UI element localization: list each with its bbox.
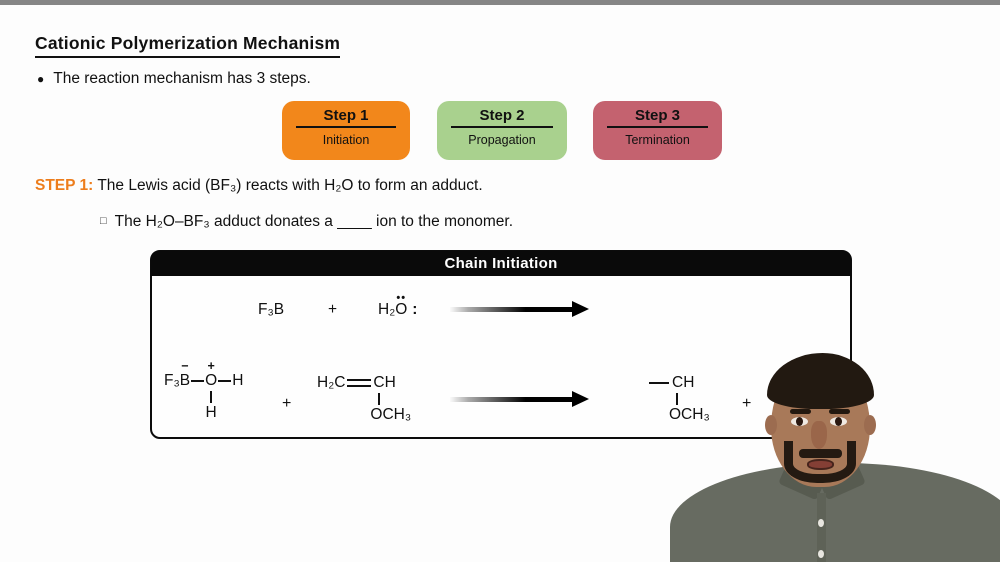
adduct-o: O [205,372,218,389]
monomer-h: H [384,374,396,391]
sub-bullet: □ The H₂O–BF₃ adduct donates a ____ ion … [100,213,513,231]
sub-bullet-text: The H₂O–BF₃ adduct donates a ____ ion to… [114,213,514,230]
minus-charge: − [181,359,189,373]
intro-bullet-text: The reaction mechanism has 3 steps. [53,70,311,87]
plus-sign-row2b: + [742,395,752,412]
step-box-termination: Step 3 Termination [593,101,722,160]
step-box-propagation: Step 2 Propagation [437,101,567,160]
presenter-mouth [807,459,834,470]
step3-label: Step 3 [634,107,680,124]
step1-label: Step 1 [323,107,369,124]
arrow-head [572,301,589,317]
step1-divider [296,126,396,128]
intro-bullet: ● The reaction mechanism has 3 steps. [37,70,311,88]
structure-monomer: H₂C C OCH₃ H [317,374,411,423]
shirt-button [818,519,824,527]
o-part: O [395,301,408,318]
presenter-placket [817,493,826,562]
arrow-head [572,391,589,407]
presenter-eyebrow [829,409,850,414]
structure-product: C OCH₃ H [648,374,710,423]
reaction-arrow-2 [450,391,589,407]
plus-charge: + [207,359,215,373]
presenter-video [670,353,1000,562]
adduct-h-right: H [232,372,244,389]
shirt-button [818,550,824,558]
step1-text: The Lewis acid (BF₃) reacts with H₂O to … [97,177,483,194]
adduct-h-below: H [205,404,217,421]
bullet-icon: ● [37,72,45,86]
presenter-eyebrow [790,409,811,414]
diagram-header: Chain Initiation [151,251,851,276]
step2-label: Step 2 [479,107,525,124]
step3-name: Termination [625,133,690,147]
plus-sign-row1: + [328,301,338,318]
adduct-f3: F₃ [164,372,180,389]
presenter-pupil [835,417,842,426]
product-och3: OCH₃ [669,406,710,423]
square-bullet-icon: □ [100,215,107,227]
bond-vertical [377,393,380,405]
step-box-initiation: Step 1 Initiation [282,101,410,160]
monomer-c: C [373,374,385,391]
presenter-ear [864,415,876,435]
step2-name: Propagation [468,133,536,147]
step1-prefix: STEP 1: [35,177,94,194]
reactant-bf3: F₃B [258,301,285,318]
arrow-shaft [450,306,572,312]
lone-pair-colon: : [412,301,418,318]
page-title: Cationic Polymerization Mechanism [35,33,341,58]
lone-pair-dots: •• [396,292,407,304]
h2-part: H₂ [378,301,396,318]
presenter-pupil [796,417,803,426]
adduct-b: B [179,372,191,389]
step1-description: STEP 1: The Lewis acid (BF₃) reacts with… [35,177,483,195]
step1-name: Initiation [322,133,370,147]
top-strip [0,0,1000,5]
presenter-ear [765,415,777,435]
bond-vertical [676,393,679,405]
bond-vertical [209,391,212,403]
step3-divider [607,126,708,128]
product-h: H [683,374,695,391]
bond [191,380,205,382]
double-bond [347,379,372,387]
bond [218,380,232,382]
reactant-h2o: H₂O••: [378,292,418,319]
presenter-eye [791,417,808,426]
presenter-mustache [799,449,842,458]
presenter-beard [784,441,856,483]
reaction-arrow-1 [450,301,589,317]
step2-divider [451,126,553,128]
product-c: C [672,374,684,391]
monomer-h2c: H₂C [317,374,346,391]
presenter-eye [830,417,847,426]
presenter-hair [767,353,874,409]
arrow-shaft [450,396,572,402]
plus-sign-row2a: + [282,395,292,412]
monomer-och3: OCH₃ [370,406,412,423]
bond [649,382,669,384]
